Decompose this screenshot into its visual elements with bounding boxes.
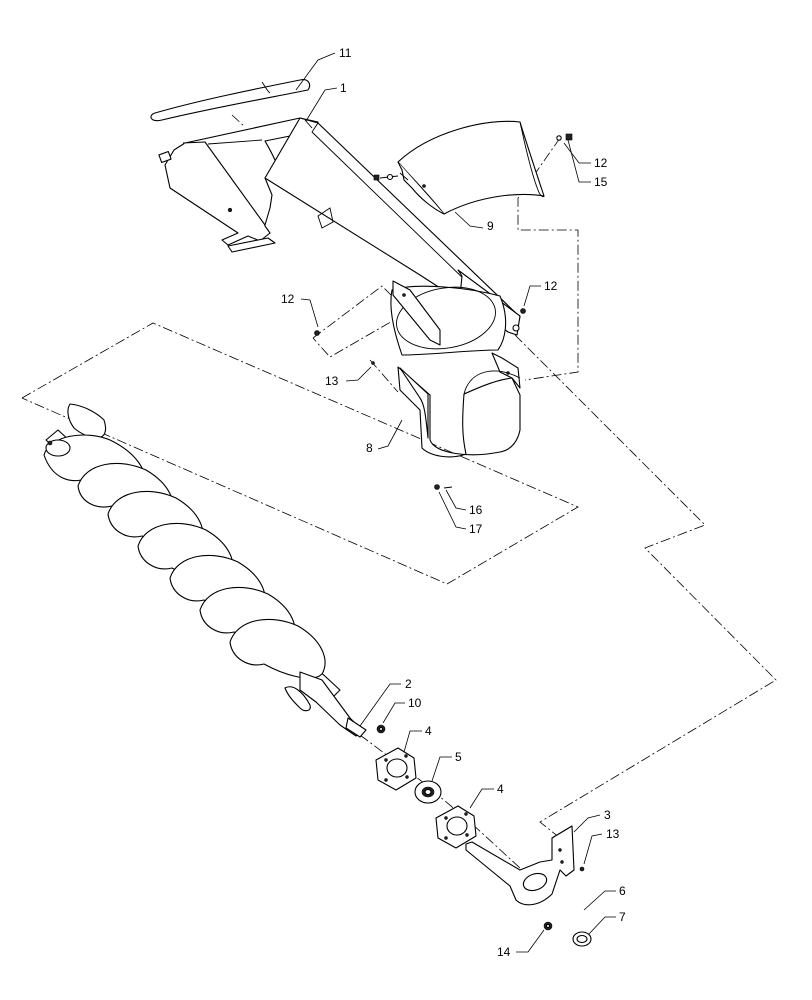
callout-8: 8 [366,441,373,455]
bracket-assembly-line [514,334,777,839]
callout-2: 2 [405,677,412,691]
callout-7: 7 [619,910,626,924]
part-9-cover [397,120,545,215]
part-2-auger [43,403,367,738]
callout-4-upper: 4 [425,724,432,738]
part-1-housing [158,117,521,336]
lower-hardware [543,866,592,947]
leader-lines [295,52,616,953]
callout-12-right: 12 [544,279,558,293]
callout-13-lower: 13 [606,827,620,841]
callout-10: 10 [408,696,422,710]
part-5-bearing [414,780,442,804]
callout-6: 6 [619,884,626,898]
callout-3: 3 [604,808,611,822]
inner-shield [390,280,507,356]
callout-12-left: 12 [281,292,295,306]
callout-9: 9 [487,219,494,233]
callout-5: 5 [455,750,462,764]
auger-assembly-line [21,322,579,585]
part-3-bracket [465,825,575,906]
hardware-12-15 [373,133,573,181]
small-hardware [314,308,526,490]
callout-14: 14 [497,945,511,959]
callout-11: 11 [339,46,352,60]
strip-axis-line [231,114,245,127]
part-4-flange-lower [435,805,477,849]
callout-16: 16 [469,503,483,517]
callout-labels: 11 1 12 15 9 12 12 13 8 16 17 2 10 4 5 4… [281,46,626,959]
callout-4-lower: 4 [497,782,504,796]
callout-13-upper: 13 [325,374,339,388]
shield-hardware-line [369,359,399,393]
part-10-nut [376,724,386,734]
part-4-flange-upper [375,747,417,791]
callout-15: 15 [594,175,608,189]
bolt-group-line [312,285,409,358]
part-8-shield [397,352,521,458]
part-11-strip [150,79,311,122]
callout-12-top: 12 [594,156,608,170]
callout-1: 1 [340,81,347,95]
callout-17: 17 [469,522,483,536]
